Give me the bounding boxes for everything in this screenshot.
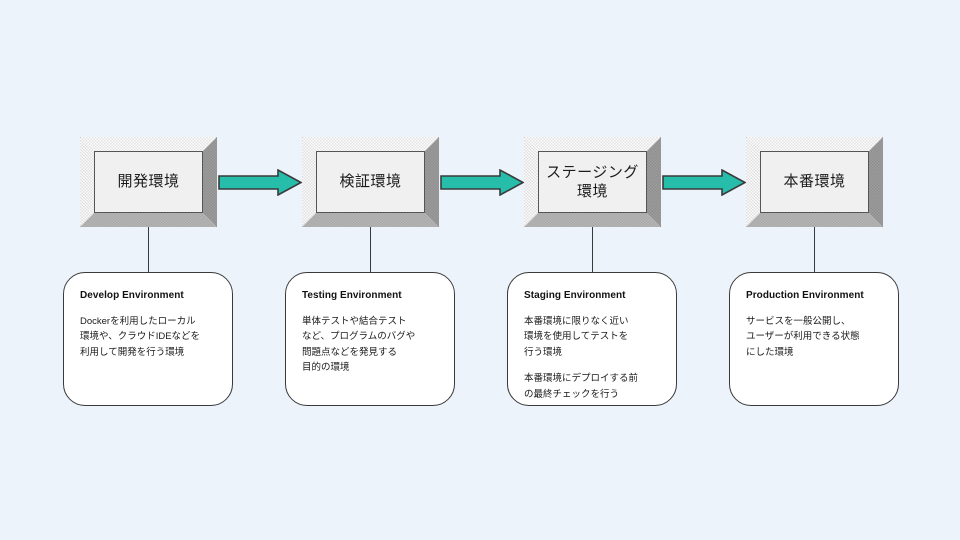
connector-develop: [148, 227, 149, 273]
connector-production: [814, 227, 815, 273]
stage-screen: 開発環境: [94, 151, 203, 213]
arrow-testing-to-staging: [440, 169, 524, 196]
card-title-testing: Testing Environment: [302, 290, 402, 301]
stage-label-production: 本番環境: [783, 173, 846, 191]
card-production[interactable]: Production Environment サービスを一般公開し、 ユーザーが…: [729, 272, 899, 406]
card-paragraph: Dockerを利用したローカル 環境や、クラウドIDEなどを 利用して開発を行う…: [80, 316, 201, 358]
card-body-develop: Dockerを利用したローカル 環境や、クラウドIDEなどを 利用して開発を行う…: [80, 314, 218, 360]
card-paragraph: 本番環境にデプロイする前 の最終チェックを行う: [524, 373, 639, 400]
stage-screen: 検証環境: [316, 151, 425, 213]
card-body-staging: 本番環境に限りなく近い 環境を使用してテストを 行う環境 本番環境にデプロイする…: [524, 314, 662, 402]
stage-screen: ステージング 環境: [538, 151, 647, 213]
stage-label-staging: ステージング 環境: [546, 163, 639, 200]
card-staging[interactable]: Staging Environment 本番環境に限りなく近い 環境を使用してテ…: [507, 272, 677, 406]
card-testing[interactable]: Testing Environment 単体テストや結合テスト など、プログラム…: [285, 272, 455, 406]
card-paragraph: 単体テストや結合テスト など、プログラムのバグや 問題点などを発見する 目的の環…: [302, 316, 416, 374]
stage-label-develop: 開発環境: [117, 173, 180, 191]
stage-box-production[interactable]: 本番環境: [746, 137, 883, 227]
stage-screen: 本番環境: [760, 151, 869, 213]
card-paragraph: サービスを一般公開し、 ユーザーが利用できる状態 にした環境: [746, 316, 860, 358]
card-develop[interactable]: Develop Environment Dockerを利用したローカル 環境や、…: [63, 272, 233, 406]
stage-box-staging[interactable]: ステージング 環境: [524, 137, 661, 227]
card-title-production: Production Environment: [746, 290, 864, 301]
stage-box-develop[interactable]: 開発環境: [80, 137, 217, 227]
card-paragraph: 本番環境に限りなく近い 環境を使用してテストを 行う環境: [524, 316, 629, 358]
card-title-staging: Staging Environment: [524, 290, 626, 301]
stage-box-testing[interactable]: 検証環境: [302, 137, 439, 227]
connector-staging: [592, 227, 593, 273]
card-title-develop: Develop Environment: [80, 290, 184, 301]
card-body-production: サービスを一般公開し、 ユーザーが利用できる状態 にした環境: [746, 314, 884, 360]
card-body-testing: 単体テストや結合テスト など、プログラムのバグや 問題点などを発見する 目的の環…: [302, 314, 440, 376]
connector-testing: [370, 227, 371, 273]
arrow-develop-to-testing: [218, 169, 302, 196]
stage-label-testing: 検証環境: [339, 173, 402, 191]
arrow-staging-to-production: [662, 169, 746, 196]
